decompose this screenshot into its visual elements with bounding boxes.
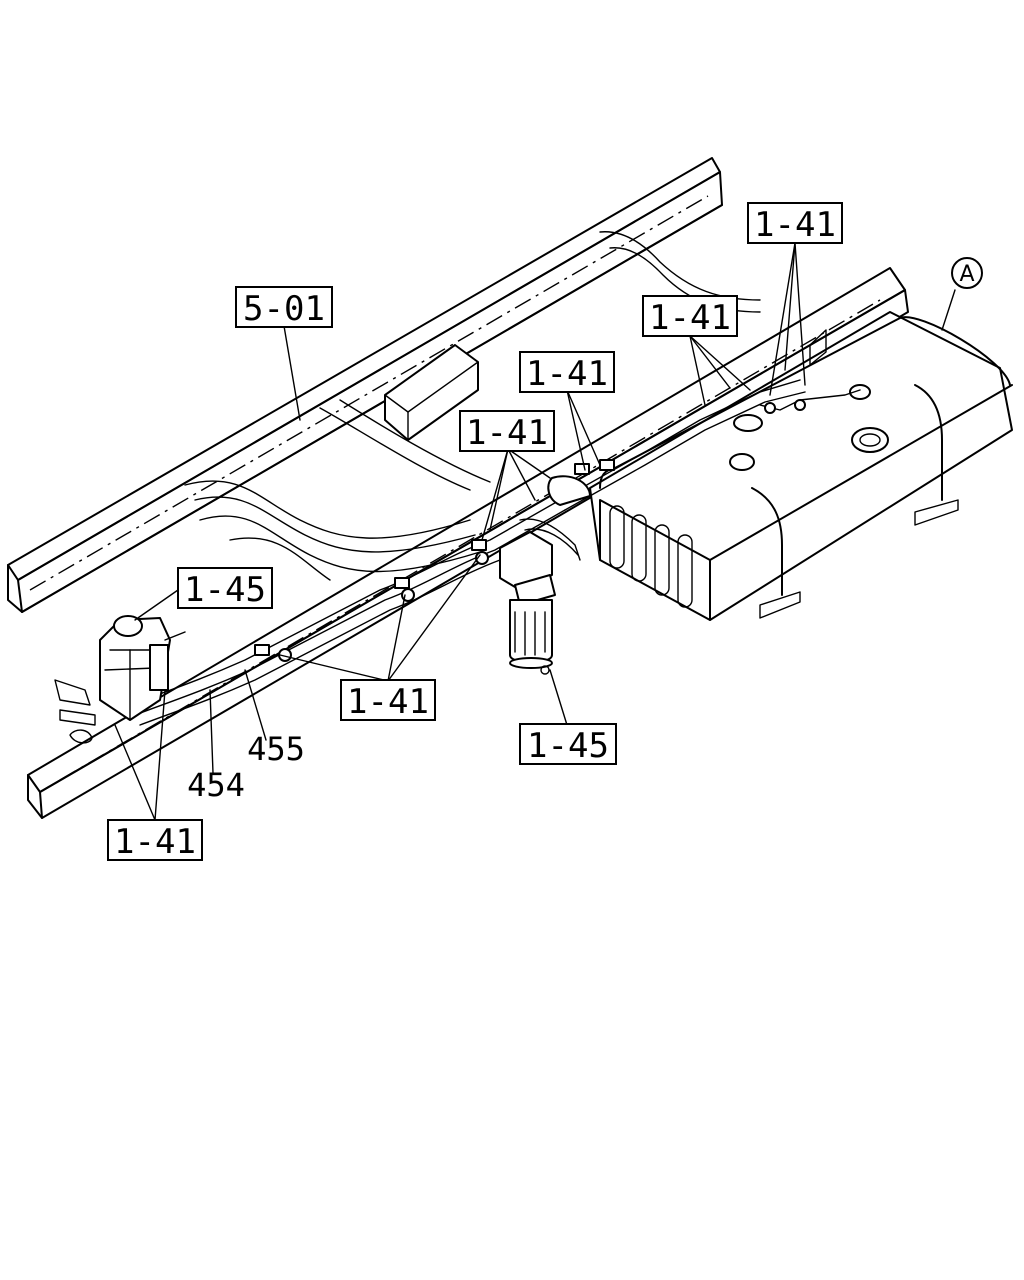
frame-rail-upper [7, 157, 723, 613]
fuel-filter-right [499, 531, 556, 675]
callout-filter-right-text: 1-45 [527, 726, 609, 766]
callout-pipe-clip-top-right-text: 1-41 [754, 205, 836, 245]
callout-pipe-clip-tank-top: 1-41 [642, 295, 738, 338]
callout-pipe-clip-lower-text: 1-41 [347, 682, 429, 722]
part-number-454: 454 [187, 766, 245, 804]
view-marker-a-text: A [959, 262, 974, 287]
part-number-455: 455 [247, 730, 305, 768]
callout-filter-right: 1-45 [519, 723, 617, 766]
callout-pipe-clip-tank-front-text: 1-41 [526, 354, 608, 394]
callout-pipe-clip-tank-front: 1-41 [519, 351, 615, 394]
fuel-tank [589, 311, 1013, 621]
callout-filter-left: 1-45 [177, 567, 273, 610]
callout-pipe-clip-middle: 1-41 [459, 410, 555, 453]
frame-rail-lower [27, 267, 909, 819]
callout-pipe-clip-middle-text: 1-41 [466, 413, 548, 453]
fuel-filter-left [54, 615, 186, 744]
leader-lines [114, 242, 956, 821]
callout-pipe-clip-top-right: 1-41 [747, 202, 843, 245]
callout-pipe-clip-bottom-left-text: 1-41 [114, 822, 196, 862]
callout-pipe-clip-tank-top-text: 1-41 [649, 298, 731, 338]
view-marker-a: A [951, 257, 983, 289]
callout-pipe-clip-lower: 1-41 [340, 679, 436, 722]
callout-frame: 5-01 [235, 286, 333, 329]
fuel-pipes [129, 379, 861, 726]
callout-filter-left-text: 1-45 [184, 570, 266, 610]
callout-frame-text: 5-01 [243, 289, 325, 329]
callout-pipe-clip-bottom-left: 1-41 [107, 819, 203, 862]
